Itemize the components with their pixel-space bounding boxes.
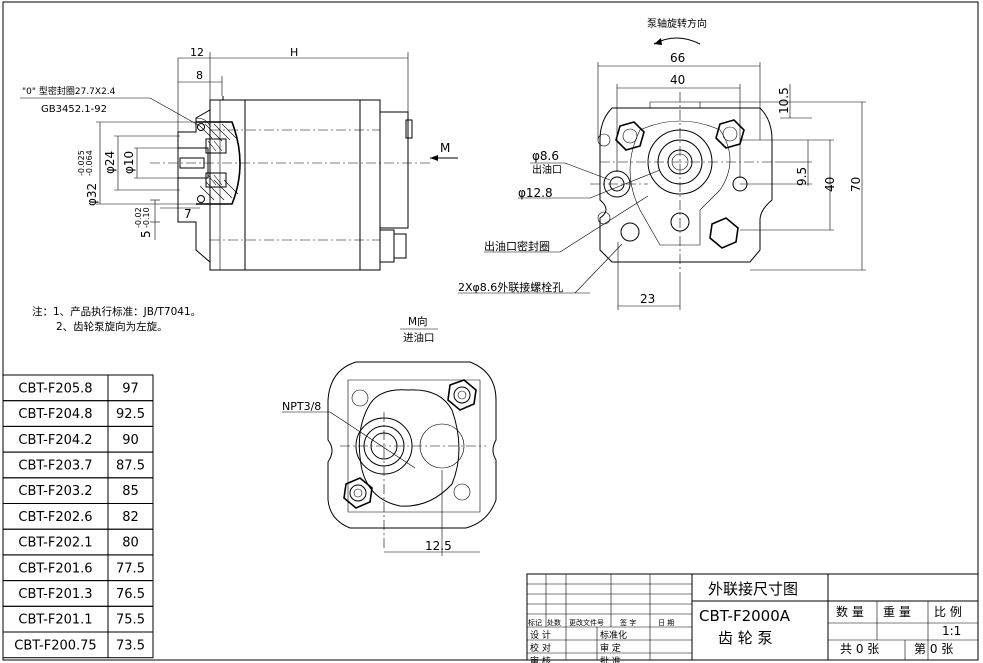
h-value-cell: 77.5 (116, 561, 145, 576)
table-row: CBT-F204.2 90 (2, 425, 154, 453)
rev-header-sign: 签 字 (620, 618, 636, 627)
phi86-label: φ8.6 (532, 149, 559, 163)
phi128-label: φ12.8 (518, 186, 553, 200)
m-arrow-label: M (440, 141, 450, 155)
dim-23: 23 (640, 292, 655, 306)
side-view: 12 8 H φ32 -0.025 -0.064 φ24 φ10 7 5 -0.… (20, 46, 458, 271)
model-cell: CBT-F200.75 (14, 638, 96, 653)
check-label: 校 对 (530, 642, 551, 654)
model-cell: CBT-F203.2 (18, 484, 92, 499)
dim-5: 5 (139, 230, 153, 238)
model-cell: CBT-F203.7 (18, 458, 92, 473)
model-number: CBT-F2000A (699, 607, 791, 625)
scale-value: 1:1 (942, 624, 961, 638)
title-block: 标记 处数 更改文件号 签 字 日 期 设 计 校 对 审 核 标准化 审 定 … (526, 573, 979, 663)
h-value-cell: 76.5 (116, 587, 145, 602)
weight-label: 重 量 (883, 605, 911, 619)
phi24-label: φ24 (103, 151, 117, 174)
note-line-1: 注：1、产品执行标准：JB/T7041。 (32, 305, 201, 318)
design-label: 设 计 (530, 629, 551, 641)
bolt-hole-label: 2Xφ8.6外联接螺栓孔 (458, 280, 563, 294)
phi32-tol-lower: -0.064 (85, 150, 94, 176)
dim-h: H (290, 46, 298, 59)
scale-label: 比 例 (934, 605, 962, 619)
qty-label: 数 量 (836, 604, 864, 619)
h-value-cell: 92.5 (116, 407, 145, 422)
oring-label: "0" 型密封圈27.7X2.4 (22, 85, 116, 97)
h-value-cell: 82 (122, 510, 139, 525)
phi10-label: φ10 (122, 151, 136, 174)
m-view-title: M向 (408, 315, 428, 328)
h-value-cell: 87.5 (116, 458, 145, 473)
table-row: CBT-F201.3 76.5 (2, 580, 154, 607)
dim-9-5: 9.5 (795, 167, 809, 186)
dim-66: 66 (670, 51, 685, 65)
model-cell: CBT-F201.6 (18, 561, 92, 576)
audit-label: 审 定 (600, 642, 621, 654)
rev-header-date: 日 期 (658, 619, 674, 627)
outlet-seal-label: 出油口密封圈 (484, 239, 550, 253)
table-row: CBT-F202.1 80 (2, 528, 154, 556)
front-view: 泵轴旋转方向 66 40 (458, 17, 866, 310)
table-row: CBT-F202.6 82 (2, 503, 154, 530)
dim-5-tol-upper: -0.02 (134, 207, 143, 228)
dim-5-tol-lower: -0.10 (142, 207, 151, 228)
model-cell: CBT-F202.1 (18, 536, 92, 551)
table-row: CBT-F205.8 97 (2, 374, 154, 402)
drawing-title: 外联接尺寸图 (708, 580, 798, 598)
m-view-subtitle: 进油口 (403, 331, 435, 344)
outlet-label: 出油口 (532, 163, 562, 176)
total-sheets: 共 0 张 (840, 642, 879, 656)
model-cell: CBT-F204.2 (18, 433, 92, 448)
approve-label: 批 准 (600, 655, 621, 663)
h-value-cell: 90 (122, 433, 139, 448)
dim-40-vertical: 40 (823, 177, 837, 192)
phi32-tol-upper: -0.025 (77, 150, 86, 176)
rev-header-mark: 标记 (528, 618, 542, 627)
dim-12-5: 12.5 (425, 539, 452, 553)
h-value-cell: 85 (122, 484, 139, 499)
dim-10-5: 10.5 (777, 87, 791, 114)
dim-40: 40 (670, 73, 685, 87)
note-line-2: 2、齿轮泵旋向为左旋。 (56, 320, 168, 333)
phi32-label: φ32 (85, 183, 99, 206)
model-cell: CBT-F202.6 (18, 510, 92, 525)
rev-header-count: 处数 (547, 618, 561, 627)
rotation-label: 泵轴旋转方向 (647, 17, 707, 30)
model-cell: CBT-F201.3 (18, 587, 92, 602)
table-row: CBT-F200.75 73.5 (2, 631, 154, 659)
standardize-label: 标准化 (600, 629, 627, 641)
standard-label: GB3452.1-92 (41, 104, 107, 115)
dim-12: 12 (190, 46, 204, 59)
model-cell: CBT-F205.8 (18, 381, 92, 396)
h-value-cell: 97 (122, 381, 139, 396)
model-cell: CBT-F204.8 (18, 407, 92, 422)
h-value-cell: 80 (122, 536, 139, 551)
table-row: CBT-F203.7 87.5 (2, 451, 154, 479)
product-name: 齿 轮 泵 (718, 629, 773, 647)
table-row: CBT-F203.2 85 (2, 477, 154, 504)
review-label: 审 核 (530, 655, 551, 663)
sheet-number: 第 0 张 (914, 642, 953, 656)
h-value-cell: 73.5 (116, 638, 145, 653)
table-row: CBT-F201.1 75.5 (2, 605, 154, 633)
m-view: M向 进油口 NPT3/8 12.5 (282, 315, 497, 556)
model-cell: CBT-F201.1 (18, 613, 92, 628)
h-value-cell: 75.5 (116, 613, 145, 628)
rev-header-doc: 更改文件号 (569, 618, 604, 627)
npt-label: NPT3/8 (282, 400, 321, 413)
dim-70: 70 (849, 177, 863, 192)
table-row: CBT-F201.6 77.5 (2, 554, 154, 582)
dim-8: 8 (196, 69, 203, 82)
table-row: CBT-F204.8 92.5 (2, 400, 154, 427)
dim-7: 7 (184, 207, 192, 221)
